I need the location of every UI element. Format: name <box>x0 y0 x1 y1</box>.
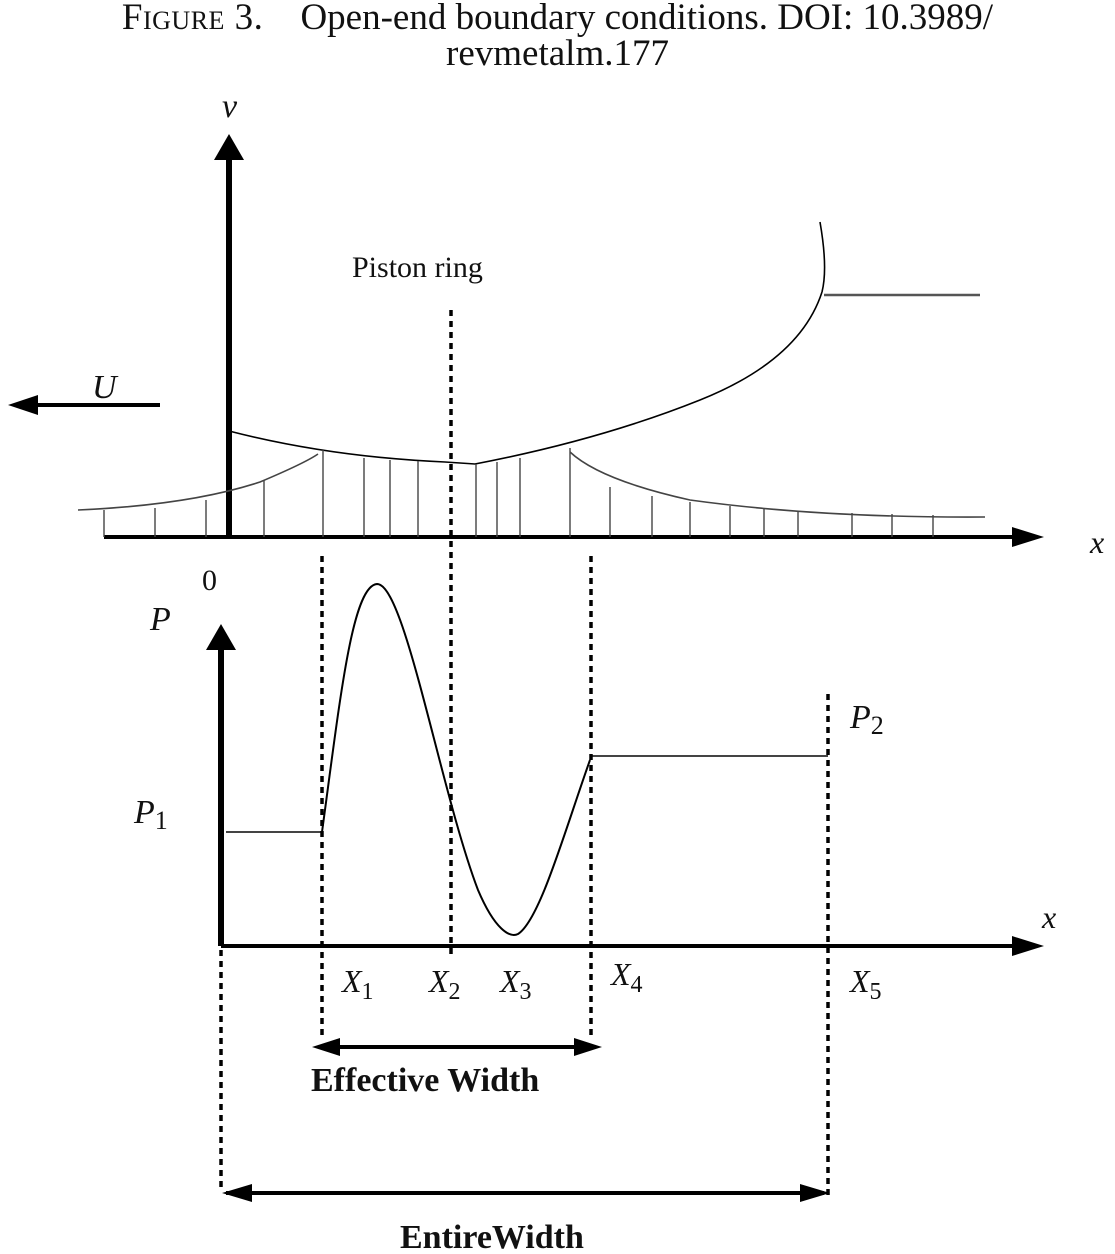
p1-subscript: 1 <box>155 806 168 835</box>
x-axis-bottom-arrowhead <box>1012 936 1044 956</box>
piston-ring-edge <box>819 221 826 293</box>
caption-line-2: revmetalm.177 <box>446 33 669 74</box>
top-diagram: v x 0 U Piston ring <box>8 88 1104 597</box>
x4-subscript: 4 <box>631 972 643 998</box>
effective-width-arrowhead-right <box>574 1038 602 1056</box>
oil-film-right <box>569 451 986 518</box>
p2-letter: P <box>849 699 871 736</box>
x3-label: X3 <box>498 963 532 1005</box>
v-axis-label: v <box>222 88 238 125</box>
caption-text: Open-end boundary conditions. DOI: 10.39… <box>300 0 994 38</box>
x2-label: X2 <box>427 963 461 1005</box>
velocity-arrowhead <box>8 395 38 415</box>
x5-letter: X <box>848 963 871 999</box>
x2-letter: X <box>427 963 450 999</box>
p1-label: P1 <box>133 794 168 835</box>
v-axis-arrowhead <box>214 134 244 160</box>
x1-letter: X <box>340 963 363 999</box>
p-axis-label: P <box>149 601 171 638</box>
x-axis-bottom-label: x <box>1041 899 1056 935</box>
x1-subscript: 1 <box>362 979 374 1005</box>
figure-caption: Figure 3. Open-end boundary conditions. … <box>0 0 1115 72</box>
x-axis-top-arrowhead <box>1012 527 1044 547</box>
p2-label: P2 <box>849 699 884 740</box>
effective-width-arrowhead-left <box>312 1038 340 1056</box>
caption-line-1: Figure 3. Open-end boundary conditions. … <box>0 0 1115 36</box>
x1-label: X1 <box>340 963 374 1005</box>
entire-width-arrowhead-left <box>222 1184 252 1202</box>
velocity-label: U <box>92 369 119 406</box>
oil-film-hatching <box>103 448 934 537</box>
bottom-diagram: P x P1 P2 X1 X2 X3 X4 X5 Effective Width… <box>133 582 1056 1254</box>
p-axis-arrowhead <box>206 624 236 650</box>
x4-letter: X <box>609 956 632 992</box>
entire-width-arrowhead-right <box>800 1184 830 1202</box>
x-axis-top-label: x <box>1089 524 1104 560</box>
entire-width-label: EntireWidth <box>400 1219 584 1254</box>
p2-subscript: 2 <box>871 711 884 740</box>
x3-subscript: 3 <box>520 979 532 1005</box>
oil-film-left <box>77 453 319 511</box>
x5-label: X5 <box>848 963 882 1005</box>
figure-label: Figure 3. <box>121 0 264 38</box>
dashed-guides <box>219 310 830 1196</box>
piston-ring-profile <box>228 291 823 465</box>
effective-width-label: Effective Width <box>311 1062 539 1099</box>
x4-label: X4 <box>609 956 643 998</box>
x5-subscript: 5 <box>870 979 882 1005</box>
x2-subscript: 2 <box>449 979 461 1005</box>
origin-label: 0 <box>202 564 217 597</box>
pressure-curve <box>321 582 591 936</box>
p1-letter: P <box>133 794 155 831</box>
piston-ring-label: Piston ring <box>352 251 483 284</box>
x3-letter: X <box>498 963 521 999</box>
